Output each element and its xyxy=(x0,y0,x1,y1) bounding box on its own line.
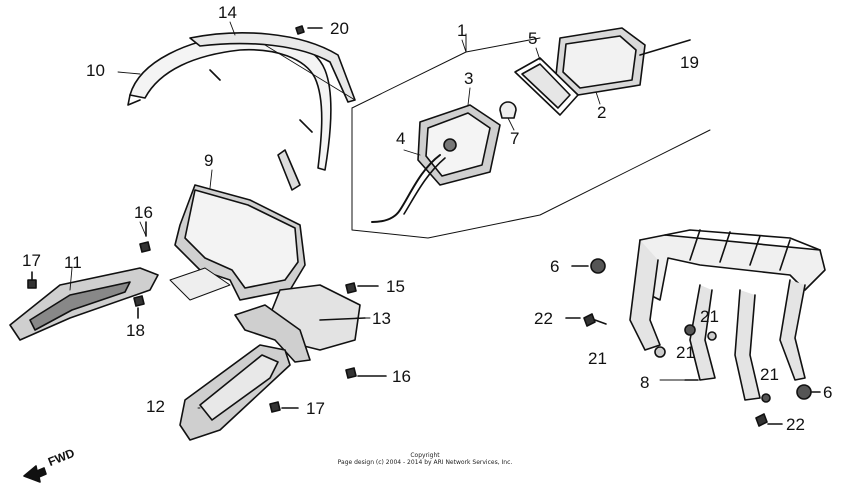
bolt-16-lower-part xyxy=(345,367,387,379)
bulb-part xyxy=(499,101,517,119)
callout-22-upper: 22 xyxy=(534,309,553,328)
callout-16-upper: 16 xyxy=(134,203,153,222)
washer-21-part-c xyxy=(707,331,717,341)
taillight-base-part xyxy=(371,104,501,223)
callout-21-a: 21 xyxy=(588,349,607,368)
callout-4: 4 xyxy=(396,129,406,148)
callout-14: 14 xyxy=(218,3,237,22)
washer-21-part-d xyxy=(761,393,771,403)
callout-9: 9 xyxy=(204,151,214,170)
callout-13: 13 xyxy=(372,309,391,328)
grab-rail-part xyxy=(127,32,356,191)
rubber-cap-6-upper-part xyxy=(571,258,606,274)
rear-carrier-part xyxy=(629,229,826,401)
callout-6-lower: 6 xyxy=(823,383,833,402)
copyright-line-1: Copyright xyxy=(410,452,440,459)
leader-lines xyxy=(69,21,686,409)
side-trim-right-part xyxy=(179,344,291,441)
callout-5: 5 xyxy=(528,29,538,48)
callout-7: 7 xyxy=(510,129,520,148)
callout-22-lower: 22 xyxy=(786,415,805,434)
bolt-17-left-part xyxy=(27,271,37,289)
washer-21-part-a xyxy=(654,346,666,358)
callout-11: 11 xyxy=(64,253,82,272)
callout-12: 12 xyxy=(146,397,165,416)
bolt-22-lower-part xyxy=(755,413,783,427)
bolt-22-upper-part xyxy=(565,313,607,327)
callout-10: 10 xyxy=(86,61,105,80)
callout-6-upper: 6 xyxy=(550,257,560,276)
bolt-16-upper-part xyxy=(139,221,151,253)
side-trim-left-part xyxy=(9,267,159,341)
callout-21-b: 21 xyxy=(676,343,695,362)
callout-8: 8 xyxy=(640,373,650,392)
bolt-18-part xyxy=(133,295,145,319)
rear-fender-part xyxy=(169,184,306,301)
splash-guard-part xyxy=(234,284,366,363)
callout-18: 18 xyxy=(126,321,145,340)
callout-15: 15 xyxy=(386,277,405,296)
washer-21-part-b xyxy=(684,324,696,336)
callout-20: 20 xyxy=(330,19,349,38)
gasket-part xyxy=(514,57,579,116)
copyright-notice: Copyright Page design (c) 2004 - 2014 by… xyxy=(300,452,550,466)
callout-21-d: 21 xyxy=(760,365,779,384)
bolt-17-lower-part xyxy=(269,401,299,413)
fwd-arrow-icon xyxy=(23,465,47,483)
bolt-20-part xyxy=(295,25,323,35)
callout-1: 1 xyxy=(457,21,467,40)
callout-3: 3 xyxy=(464,69,474,88)
callout-17-lower: 17 xyxy=(306,399,325,418)
copyright-line-2: Page design (c) 2004 - 2014 by ARI Netwo… xyxy=(337,459,513,466)
callout-16-lower: 16 xyxy=(392,367,411,386)
callout-2: 2 xyxy=(597,103,607,122)
callout-17-left: 17 xyxy=(22,251,41,270)
taillight-lens-part xyxy=(555,27,691,96)
callout-19: 19 xyxy=(680,53,699,72)
callout-21-c: 21 xyxy=(700,307,719,326)
rubber-cap-6-lower-part xyxy=(796,384,821,400)
bolt-15-part xyxy=(345,282,379,294)
